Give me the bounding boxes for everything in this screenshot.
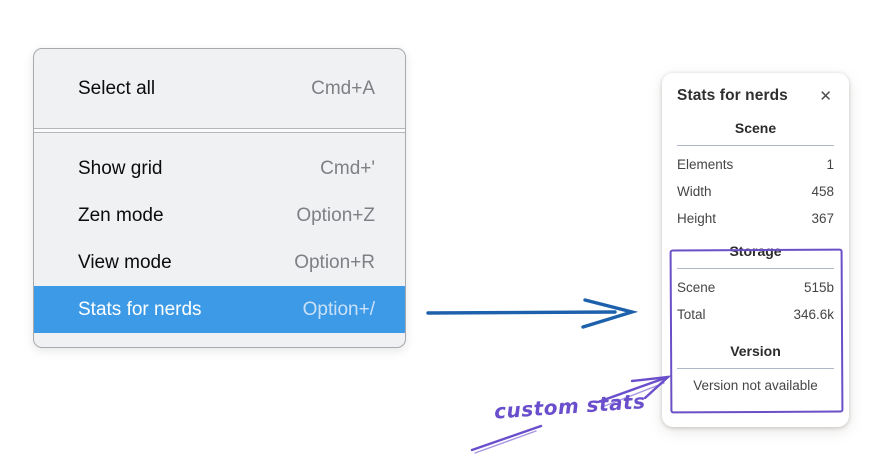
stat-value: 458 bbox=[811, 184, 834, 199]
stats-row-elements: Elements 1 bbox=[677, 151, 834, 178]
menu-item-label: Zen mode bbox=[78, 204, 164, 226]
menu-item-label: Stats for nerds bbox=[78, 298, 202, 320]
menu-item-label: Select all bbox=[78, 77, 156, 99]
stats-row-scene-size: Scene 515b bbox=[677, 274, 834, 301]
menu-item-shortcut: Cmd+A bbox=[311, 77, 375, 99]
menu-group-top: Select all Cmd+A bbox=[34, 49, 405, 128]
menu-group-bottom: Show grid Cmd+' Zen mode Option+Z View m… bbox=[34, 133, 405, 347]
stats-section-scene: Scene Elements 1 Width 458 Height 367 bbox=[677, 120, 834, 232]
annotation-label: custom stats bbox=[493, 389, 647, 424]
blue-arrow bbox=[426, 298, 639, 329]
stats-row-height: Height 367 bbox=[677, 205, 834, 232]
menu-item-label: Show grid bbox=[78, 157, 163, 179]
menu-item-stats-for-nerds[interactable]: Stats for nerds Option+/ bbox=[34, 286, 405, 333]
menu-item-show-grid[interactable]: Show grid Cmd+' bbox=[34, 145, 405, 192]
stats-panel-header: Stats for nerds ✕ bbox=[677, 87, 834, 105]
stat-label: Scene bbox=[677, 280, 716, 295]
menu-item-shortcut: Option+R bbox=[294, 251, 375, 273]
stats-rows: Elements 1 Width 458 Height 367 bbox=[677, 151, 834, 232]
menu-item-shortcut: Cmd+' bbox=[320, 157, 375, 179]
stats-row-total-size: Total 346.6k bbox=[677, 301, 834, 328]
section-heading: Version bbox=[730, 343, 781, 359]
stats-row-width: Width 458 bbox=[677, 178, 834, 205]
stat-label: Total bbox=[677, 307, 706, 322]
stat-value: 367 bbox=[811, 211, 834, 226]
stats-section-storage: Storage Scene 515b Total 346.6k bbox=[677, 243, 834, 328]
stat-label: Elements bbox=[677, 157, 734, 172]
stats-section-version: Version Version not available bbox=[677, 343, 834, 393]
menu-item-select-all[interactable]: Select all Cmd+A bbox=[34, 49, 405, 128]
stat-label: Height bbox=[677, 211, 717, 226]
stat-value: 1 bbox=[826, 157, 834, 172]
section-heading: Scene bbox=[734, 120, 777, 136]
menu-item-shortcut: Option+/ bbox=[302, 298, 375, 320]
stat-value: 346.6k bbox=[793, 307, 834, 322]
menu-separator bbox=[34, 128, 405, 133]
section-divider bbox=[677, 368, 834, 369]
close-icon[interactable]: ✕ bbox=[819, 87, 832, 105]
stats-panel-title: Stats for nerds bbox=[677, 87, 788, 104]
purple-arrow bbox=[470, 375, 672, 454]
context-menu: Select all Cmd+A Show grid Cmd+' Zen mod… bbox=[33, 48, 406, 348]
menu-item-view-mode[interactable]: View mode Option+R bbox=[34, 239, 405, 286]
stats-panel: Stats for nerds ✕ Scene Elements 1 Width… bbox=[662, 73, 849, 427]
section-divider bbox=[677, 145, 834, 146]
menu-item-zen-mode[interactable]: Zen mode Option+Z bbox=[34, 192, 405, 239]
menu-item-shortcut: Option+Z bbox=[296, 204, 375, 226]
stat-value: 515b bbox=[803, 280, 834, 295]
menu-item-label: View mode bbox=[78, 251, 172, 273]
section-heading: Storage bbox=[729, 243, 782, 259]
version-note: Version not available bbox=[693, 378, 818, 393]
stat-label: Width bbox=[677, 184, 712, 199]
section-divider bbox=[677, 268, 834, 269]
stats-rows: Scene 515b Total 346.6k bbox=[677, 274, 834, 328]
